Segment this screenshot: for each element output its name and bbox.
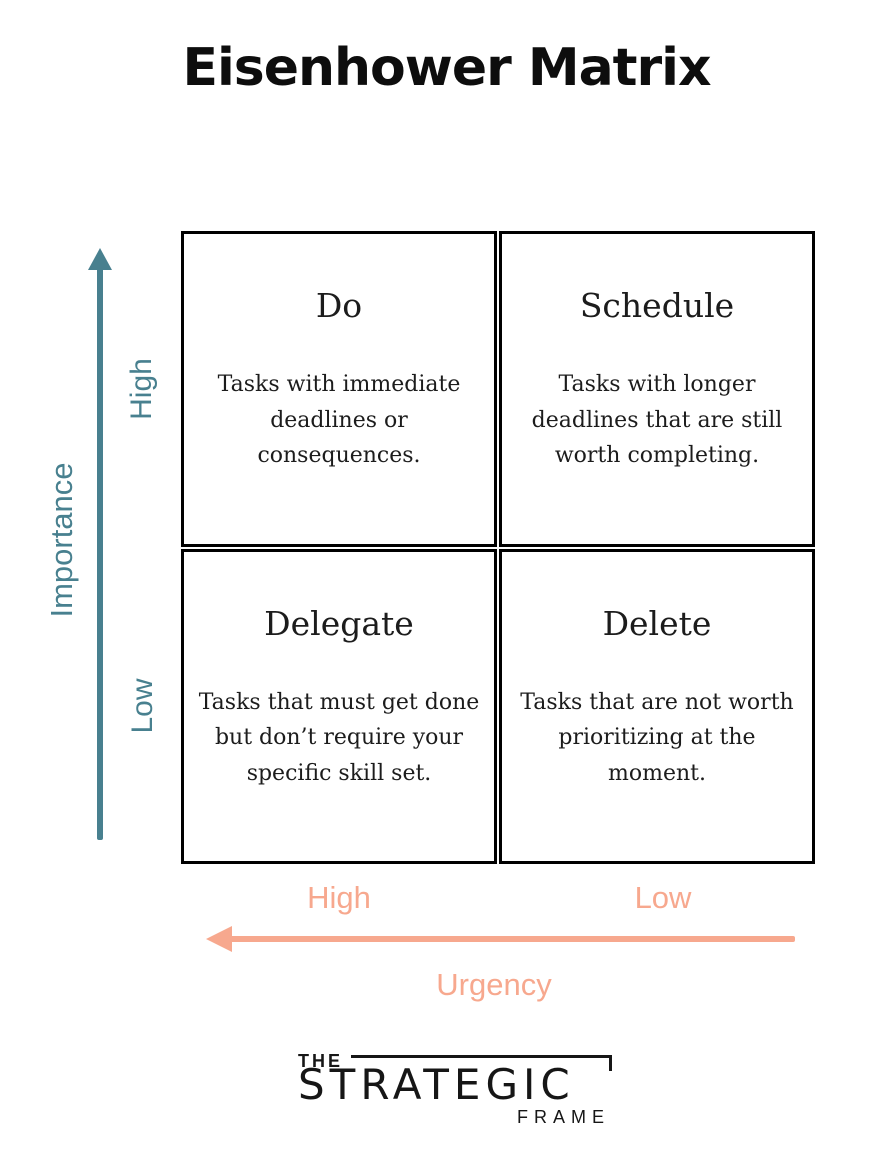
logo-strategic-text: STRATEGIC <box>298 1060 575 1109</box>
importance-arrow-up-icon <box>88 248 112 270</box>
quadrant-delete: Delete Tasks that are not worth prioriti… <box>499 548 815 864</box>
quadrant-title: Delete <box>602 603 712 643</box>
quadrant-title: Schedule <box>579 286 735 325</box>
importance-axis-label: Importance <box>44 462 79 618</box>
importance-arrow-line <box>97 266 103 840</box>
quadrant-description: Tasks that are not worth prioritizing at… <box>520 689 794 786</box>
logo-frame-text: FRAME <box>517 1107 610 1127</box>
quadrant-description: Tasks with longer deadlines that are sti… <box>531 372 783 469</box>
brand-logo: THE STRATEGIC FRAME <box>298 1048 612 1128</box>
quadrant-title: Do <box>315 286 363 325</box>
quadrant-delegate: Delegate Tasks that must get done but do… <box>181 548 497 864</box>
importance-low-label: Low <box>126 678 159 734</box>
page-title: Eisenhower Matrix <box>182 38 711 98</box>
urgency-arrow-line <box>226 936 795 942</box>
logo-corner-rule <box>351 1055 612 1071</box>
logo-the-text: THE <box>298 1051 343 1071</box>
quadrant-description: Tasks with immediate deadlines or conseq… <box>217 372 461 469</box>
urgency-high-label: High <box>307 880 371 915</box>
urgency-low-label: Low <box>634 880 692 915</box>
matrix-grid: Do Tasks with immediate deadlines or con… <box>181 231 815 864</box>
urgency-axis-label: Urgency <box>436 967 552 1002</box>
importance-high-label: High <box>125 358 158 420</box>
quadrant-schedule: Schedule Tasks with longer deadlines tha… <box>499 231 815 547</box>
quadrant-do: Do Tasks with immediate deadlines or con… <box>181 231 497 547</box>
quadrant-title: Delegate <box>264 603 414 643</box>
quadrant-description: Tasks that must get done but don’t requi… <box>198 689 480 786</box>
